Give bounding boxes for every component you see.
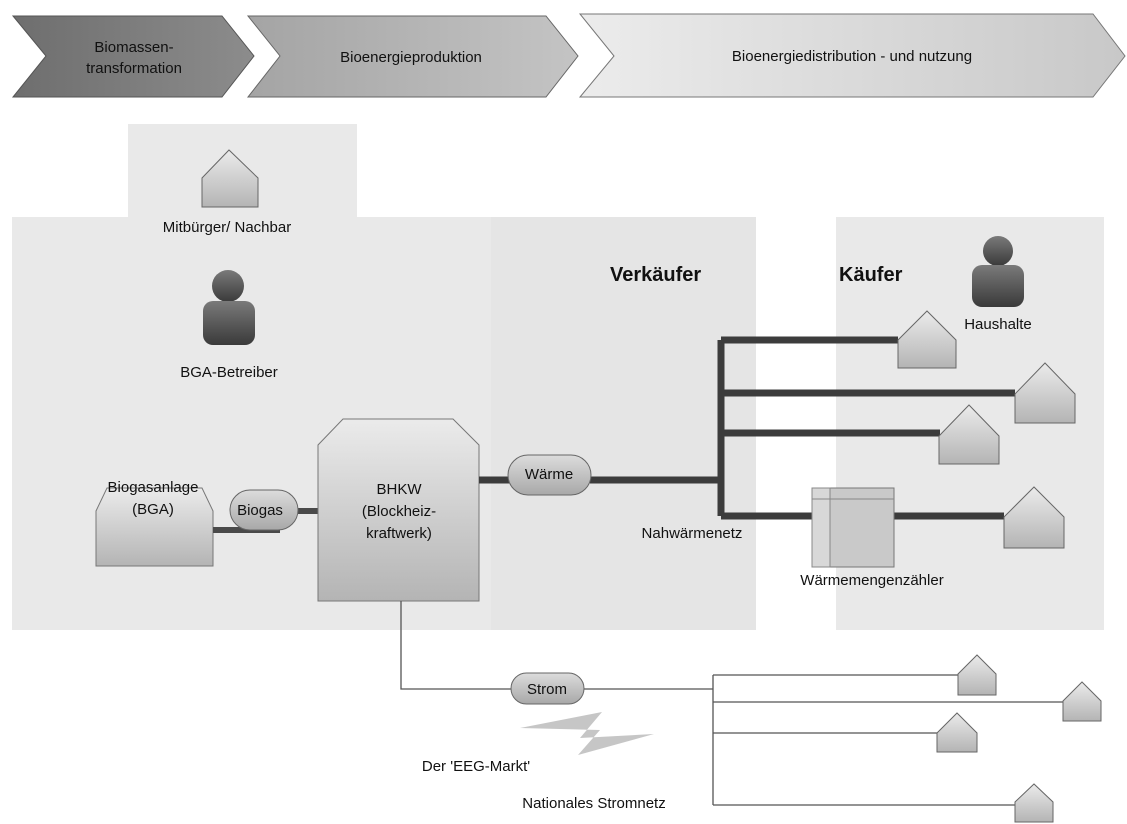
power-flow: Strom xyxy=(510,672,585,705)
chp-unit xyxy=(317,418,480,602)
biogas-label: Biogas xyxy=(237,502,283,519)
heat-meter-label: Wärmemengenzähler xyxy=(800,572,943,589)
phase-biomass-transformation: Biomassen- transformation xyxy=(11,15,255,98)
house-icon xyxy=(938,404,1000,465)
phase-production-label: Bioenergieproduktion xyxy=(340,49,482,66)
biogas-plant xyxy=(95,487,214,567)
person-icon xyxy=(203,270,255,345)
house-icon xyxy=(897,310,957,369)
zone-seller-title: Verkäufer xyxy=(610,264,701,286)
lightning-icon xyxy=(520,712,654,755)
house-icon xyxy=(1014,362,1076,424)
biogas-flow: Biogas xyxy=(229,489,299,531)
phase-bioenergy-production: Bioenergieproduktion xyxy=(246,15,579,98)
phase-distribution-and-use: Bioenergiedistribution - und nutzung xyxy=(578,13,1126,98)
power-label: Strom xyxy=(527,681,567,698)
person-icon xyxy=(972,236,1024,307)
chp-label-line3: kraftwerk) xyxy=(366,525,432,542)
heat-grid-label: Nahwärmenetz xyxy=(642,525,743,542)
house-icon xyxy=(201,149,259,208)
chp-label-line2: (Blockheiz- xyxy=(362,503,436,520)
heat-meter xyxy=(811,487,895,568)
households-label: Haushalte xyxy=(964,316,1032,333)
heat-flow: Wärme xyxy=(507,454,592,496)
phase-biomass-line1: Biomassen- xyxy=(94,39,173,56)
eeg-market-label: Der 'EEG-Markt' xyxy=(422,758,530,775)
power-grid-label: Nationales Stromnetz xyxy=(522,795,665,812)
phase-distribution-label: Bioenergiedistribution - und nutzung xyxy=(732,48,972,65)
operator-label: BGA-Betreiber xyxy=(180,364,278,381)
neighbor-label: Mitbürger/ Nachbar xyxy=(163,219,291,236)
phase-biomass-line2: transformation xyxy=(86,60,182,77)
plant-label-line2: (BGA) xyxy=(132,501,174,518)
house-icon xyxy=(957,654,997,696)
plant-label-line1: Biogasanlage xyxy=(108,479,199,496)
heat-label: Wärme xyxy=(525,466,573,483)
zone-buyer-title: Käufer xyxy=(839,264,903,286)
house-icon xyxy=(1003,486,1065,549)
chp-label-line1: BHKW xyxy=(377,481,423,498)
zone-seller xyxy=(491,217,756,630)
house-icon xyxy=(1014,783,1054,823)
house-icon xyxy=(936,712,978,753)
house-icon xyxy=(1062,681,1102,722)
heat-grid-lines xyxy=(479,336,1015,520)
power-grid-lines xyxy=(400,601,1063,806)
